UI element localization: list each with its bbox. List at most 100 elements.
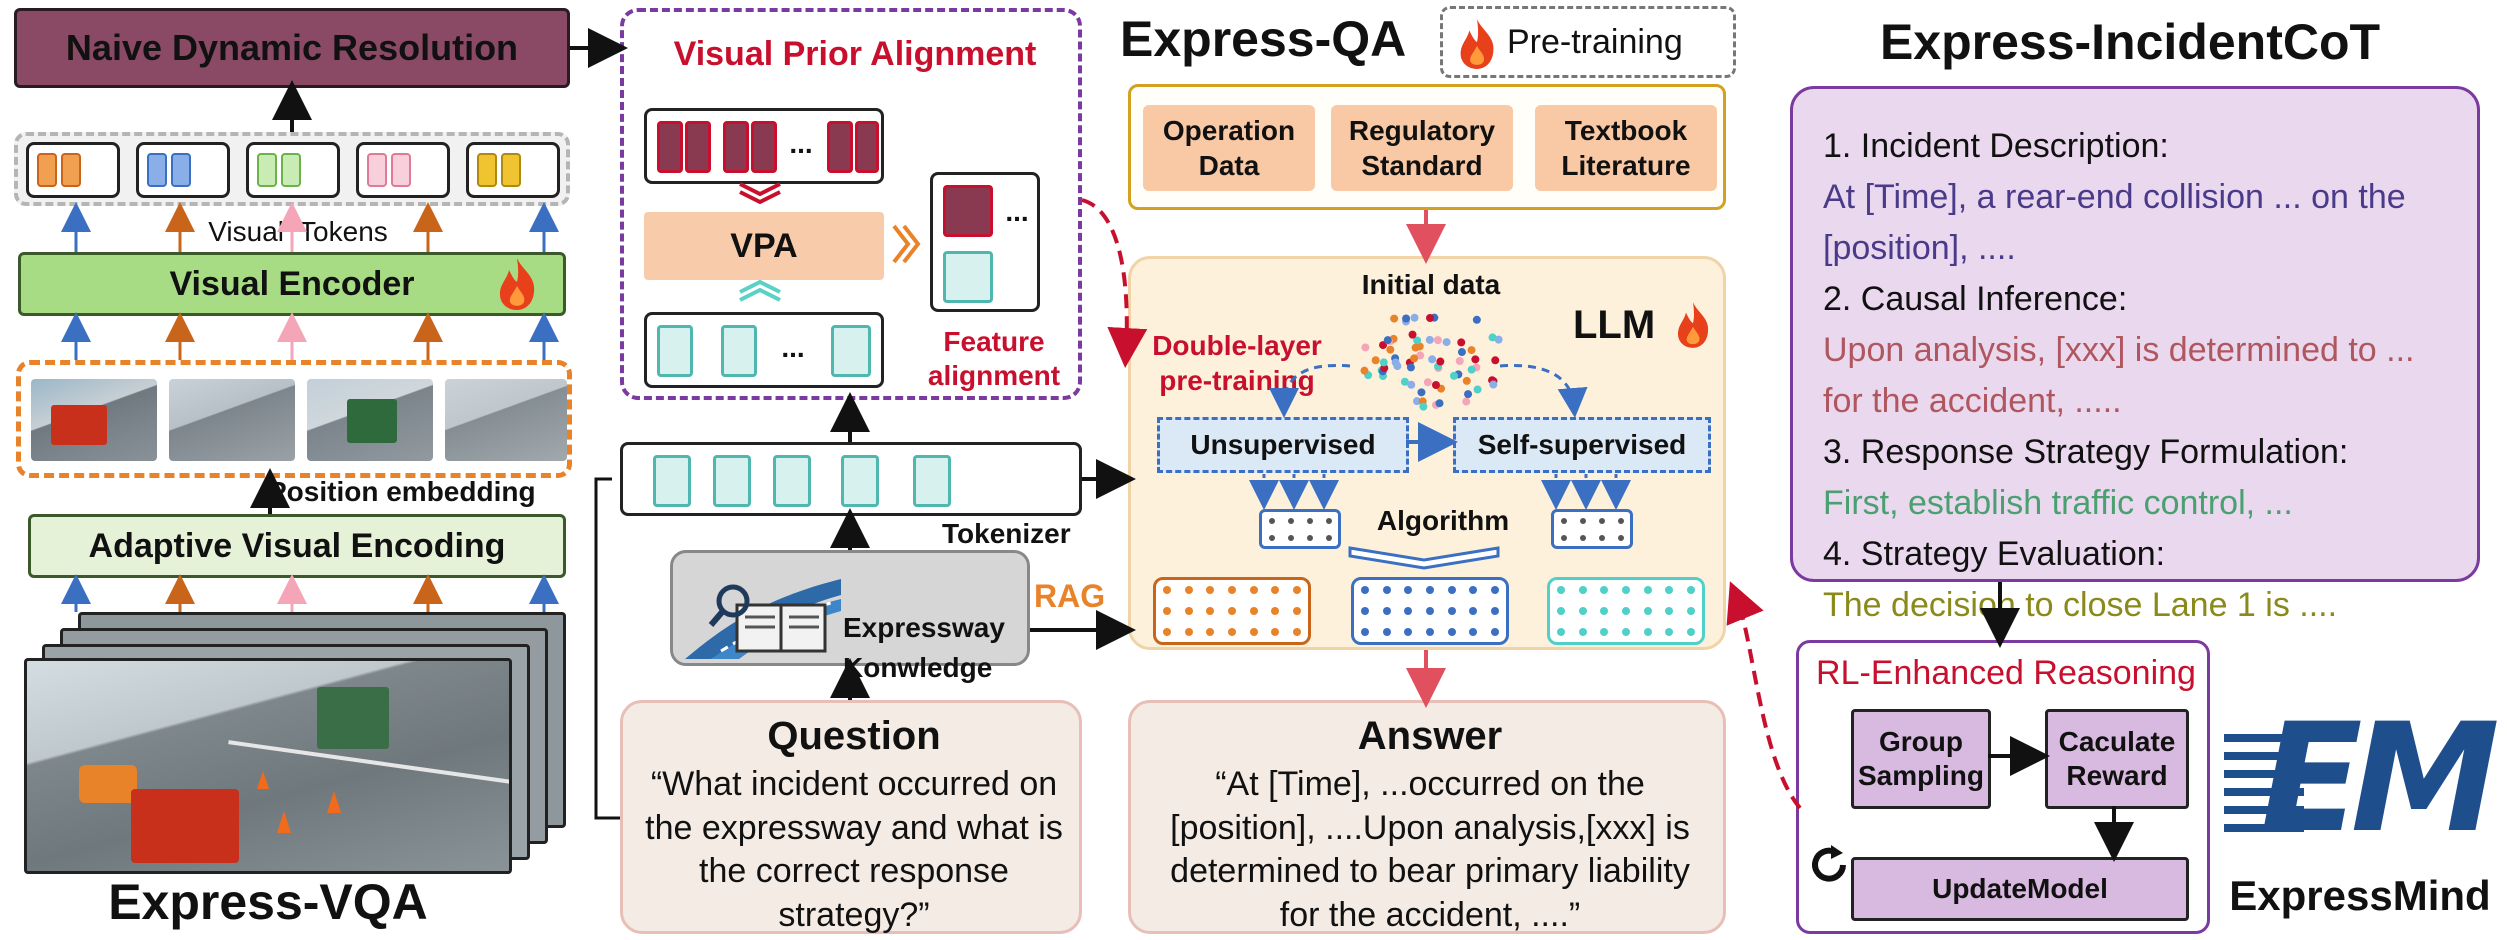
expressway-knowledge-box: Expressway Konwledge <box>670 550 1030 683</box>
grid-dot <box>1287 534 1294 541</box>
scatter-dot <box>1379 341 1388 350</box>
grid-dot <box>1578 586 1587 595</box>
scatter-dot <box>1436 357 1445 366</box>
scatter-dot <box>1457 338 1466 347</box>
grid-dot <box>1206 627 1215 636</box>
grid-dot <box>1382 607 1391 615</box>
visual-feature-cell <box>855 121 879 173</box>
grid-dot <box>1600 627 1609 636</box>
adaptive-visual-encoding-box: Adaptive Visual Encoding <box>28 514 566 578</box>
visual-tokens-text: Visual Tokens <box>208 216 388 247</box>
scatter-dot <box>1406 363 1415 372</box>
double-layer-text: Double-layer pre-training <box>1152 330 1322 396</box>
traffic-cone <box>257 771 269 789</box>
visual-prior-alignment-box: Visual Prior Alignment ... VPA ... ... F… <box>620 8 1082 400</box>
group-sampling-box: Group Sampling <box>1851 709 1991 809</box>
visual-token-4 <box>356 142 450 198</box>
grid-dot <box>1306 517 1313 524</box>
grid-dot <box>1271 607 1280 615</box>
express-incidentcot-title-text: Express-IncidentCoT <box>1879 14 2381 70</box>
green-truck-shape <box>317 687 389 749</box>
grid-dot <box>1665 607 1674 615</box>
visual-token-2 <box>136 142 230 198</box>
grid-dot <box>1600 607 1609 615</box>
grid-dot <box>1206 586 1215 595</box>
output-dots-teal <box>1547 577 1705 645</box>
token-chip <box>147 153 167 187</box>
scatter-dot <box>1407 380 1416 389</box>
cot-item-2-heading: 2. Causal Inference: <box>1823 280 2128 318</box>
ellipsis-text: ... <box>773 331 813 365</box>
frame-thumbnail-1 <box>31 379 157 461</box>
unsupervised-text: Unsupervised <box>1190 429 1376 460</box>
tokenizer-label: Tokenizer <box>942 518 1092 554</box>
text-token-cell <box>913 455 951 507</box>
frame-thumbnail-3 <box>307 379 433 461</box>
cot-item-4-heading: 4. Strategy Evaluation: <box>1823 535 2166 573</box>
arrows-images-to-ave <box>61 574 559 612</box>
arrows-frames-to-encoder <box>61 312 559 360</box>
grid-dot <box>1447 627 1456 636</box>
token-chip <box>477 153 497 187</box>
cot-item-1-heading: 1. Incident Description: <box>1823 127 2169 165</box>
vpa-bar-label: VPA <box>730 226 798 265</box>
cot-item-2-text: Upon analysis, [xxx] is determined to ..… <box>1823 331 2415 420</box>
visual-feature-cell <box>657 121 683 173</box>
token-chip <box>257 153 277 187</box>
grid-dot <box>1382 586 1391 595</box>
grid-dot <box>1287 517 1294 524</box>
vpa-bar: VPA <box>644 212 884 280</box>
cot-item-3-heading: 3. Response Strategy Formulation: <box>1823 433 2349 471</box>
double-layer-label: Double-layer pre-training <box>1137 293 1337 396</box>
grid-dot <box>1578 607 1587 615</box>
calculate-reward-box: Caculate Reward <box>2045 709 2189 809</box>
scatter-dot <box>1428 355 1437 364</box>
answer-box: Answer “At [Time], ...occurred on the [p… <box>1128 700 1726 934</box>
grid-dot <box>1617 534 1624 541</box>
visual-tokens-label: Visual Tokens <box>188 214 408 250</box>
visual-feature-row: ... <box>644 108 884 184</box>
text-feature-cell <box>657 325 693 377</box>
scatter-dot <box>1390 314 1399 323</box>
naive-dynamic-resolution-label: Naive Dynamic Resolution <box>65 27 519 68</box>
expressway-knowledge-text: Expressway Konwledge <box>843 611 1005 684</box>
ellipsis-text: ... <box>781 127 821 161</box>
grid-dot <box>1268 534 1275 541</box>
refresh-icon <box>1812 845 1846 882</box>
scatter-dot <box>1410 354 1419 363</box>
update-model-label: UpdateModel <box>1932 873 2108 905</box>
ellipsis-value: ... <box>789 128 813 159</box>
calculate-reward-label: Caculate Reward <box>2058 726 2176 791</box>
visual-feature-cell <box>751 121 777 173</box>
frame-thumbnail-2 <box>169 379 295 461</box>
llm-label: LLM <box>1573 303 1673 353</box>
visual-token-3 <box>246 142 340 198</box>
token-chip <box>367 153 387 187</box>
dashed-arrow-vpa-to-llm <box>1081 198 1148 368</box>
truck-shape <box>51 405 107 445</box>
pretraining-text: Pre-training <box>1507 23 1683 61</box>
scatter-dot <box>1464 390 1473 399</box>
scatter-dot <box>1413 336 1422 345</box>
frame-thumbnail-4 <box>445 379 567 461</box>
algorithm-chip-right <box>1551 509 1633 549</box>
rl-title: RL-Enhanced Reasoning <box>1799 649 2213 697</box>
rag-label: RAG <box>1034 578 1114 618</box>
scatter-dot <box>1472 315 1481 324</box>
update-model-box: UpdateModel <box>1851 857 2189 921</box>
rl-enhanced-reasoning-box: RL-Enhanced Reasoning Group Sampling Cac… <box>1796 640 2210 934</box>
grid-dot <box>1469 607 1478 615</box>
pretraining-label: Pre-training <box>1507 23 1733 67</box>
answer-text: “At [Time], ...occurred on the [position… <box>1149 763 1711 934</box>
self-supervised-text: Self-supervised <box>1477 429 1687 460</box>
grid-dot <box>1293 586 1302 595</box>
grid-dot <box>1491 607 1500 615</box>
grid-dot <box>1447 607 1456 615</box>
unsupervised-box: Unsupervised <box>1157 417 1409 473</box>
grid-dot <box>1665 586 1674 595</box>
grid-dot <box>1643 586 1652 595</box>
scatter-dot <box>1383 336 1392 345</box>
grid-dot <box>1622 627 1630 636</box>
orange-car-shape <box>79 765 137 803</box>
text-feature-cell <box>721 325 757 377</box>
